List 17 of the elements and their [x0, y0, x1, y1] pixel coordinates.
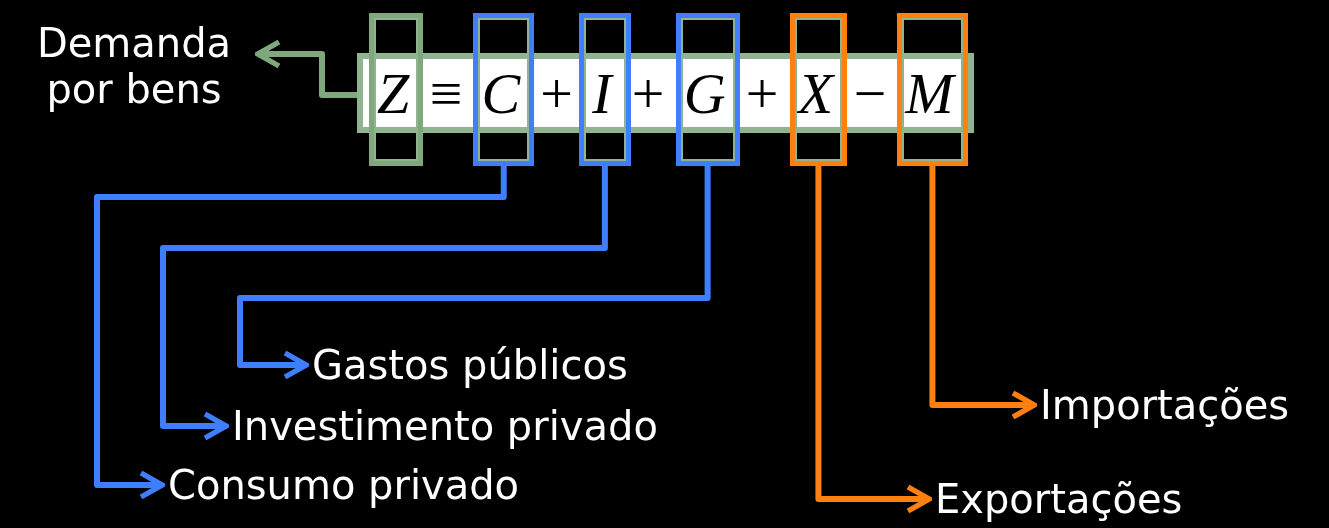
leader-arrow: [929, 166, 1037, 420]
highlight-frame: [578, 13, 631, 166]
highlight-frame: [675, 13, 740, 166]
highlight-frame: [789, 13, 848, 166]
leader-arrow: [237, 166, 711, 380]
highlight-frame: [473, 13, 535, 166]
term-label: Gastos públicos: [312, 342, 628, 388]
term-label: Investimento privado: [232, 403, 658, 449]
leader-arrow: [815, 166, 932, 514]
highlight-frame: [897, 13, 968, 166]
term-label: Exportações: [935, 476, 1183, 522]
term-label: Importações: [1040, 382, 1290, 428]
term-label: Consumo privado: [168, 462, 520, 508]
term-label: Demanda por bens: [14, 20, 254, 112]
leader-arrow: [160, 166, 608, 441]
leader-arrow: [94, 166, 507, 500]
highlight-frame: [369, 13, 424, 166]
